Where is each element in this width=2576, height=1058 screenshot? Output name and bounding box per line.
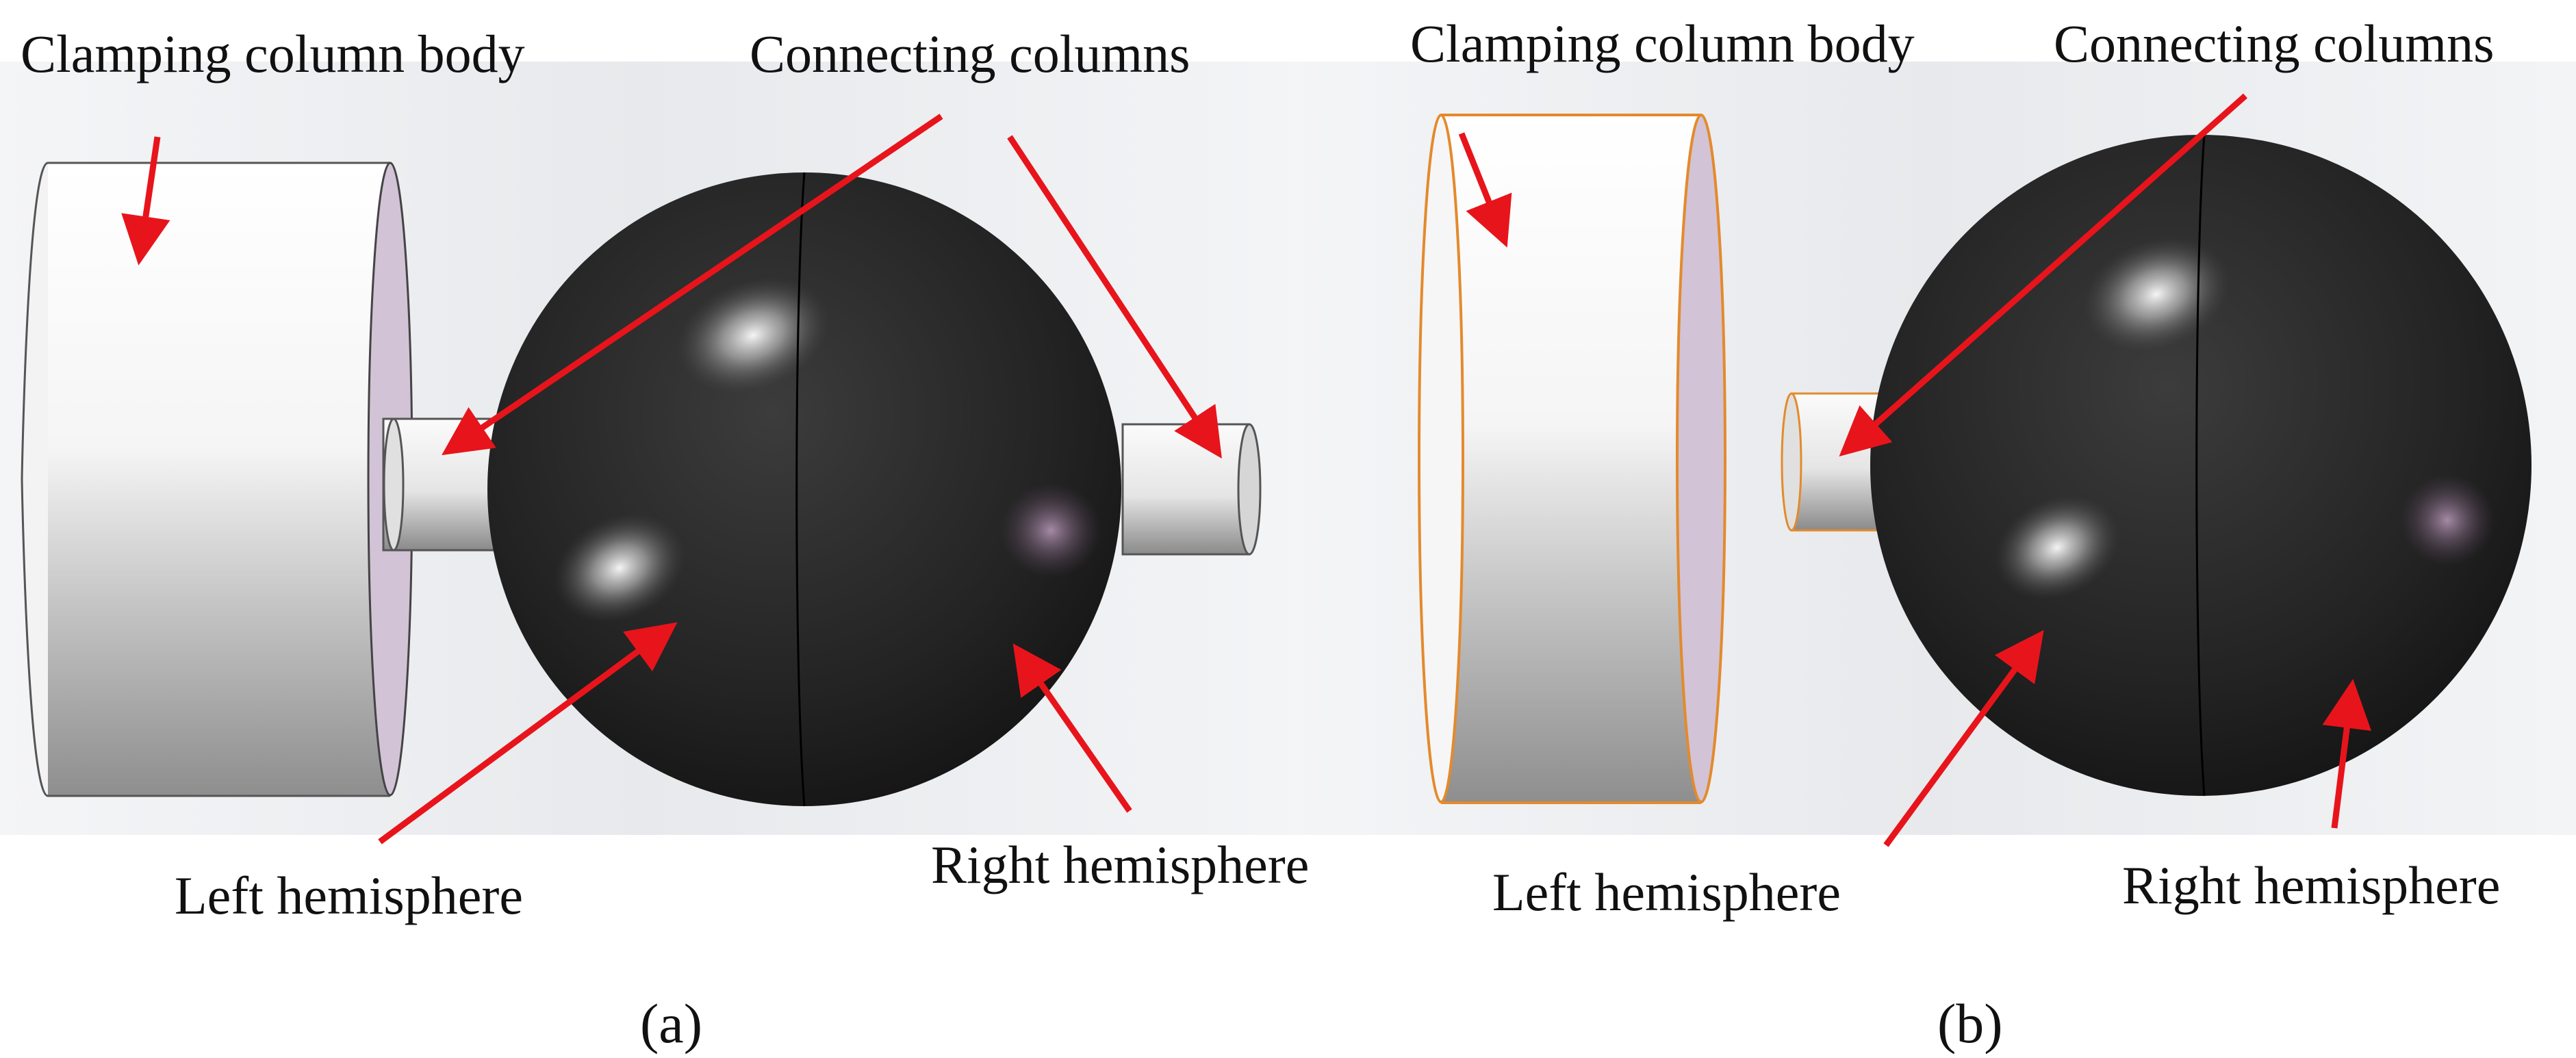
panel-b: Clamping column body Connecting columns … — [1287, 0, 2576, 1058]
label-right-hemisphere: Right hemisphere — [2122, 855, 2501, 915]
panel-a: Clamping column body Connecting columns … — [0, 0, 1309, 1058]
arrow-connecting-right — [1007, 135, 1222, 459]
label-left-hemisphere: Left hemisphere — [1492, 862, 1841, 922]
arrow-connecting-left — [442, 114, 943, 456]
caption-b: (b) — [1937, 992, 2003, 1055]
sphere — [487, 172, 1121, 807]
label-right-hemisphere: Right hemisphere — [931, 835, 1310, 894]
label-clamping-column-body: Clamping column body — [1410, 14, 1915, 73]
sphere — [1870, 134, 2532, 797]
label-clamping-column-body: Clamping column body — [21, 24, 525, 83]
arrow-clamping-body — [1458, 132, 1512, 248]
arrow-right-hemisphere — [1012, 643, 1132, 813]
clamping-column-body — [1418, 114, 1726, 804]
arrow-right-hemisphere — [2322, 679, 2372, 829]
hemisphere-seam — [795, 172, 806, 807]
label-left-hemisphere: Left hemisphere — [175, 866, 523, 925]
arrow-clamping-body — [121, 136, 170, 266]
right-connecting-column — [1121, 423, 1262, 556]
label-connecting-columns: Connecting columns — [750, 24, 1190, 83]
panel-a-drawing — [0, 62, 1287, 844]
panel-b-drawing — [1287, 62, 2576, 847]
arrow-left-hemisphere — [378, 622, 678, 844]
caption-a: (a) — [640, 992, 703, 1055]
arrow-left-hemisphere — [1883, 630, 2044, 847]
clamping-column-body — [21, 162, 413, 797]
label-connecting-columns: Connecting columns — [2054, 14, 2495, 73]
arrow-connecting — [1839, 93, 2247, 456]
hemisphere-seam — [2195, 134, 2206, 797]
